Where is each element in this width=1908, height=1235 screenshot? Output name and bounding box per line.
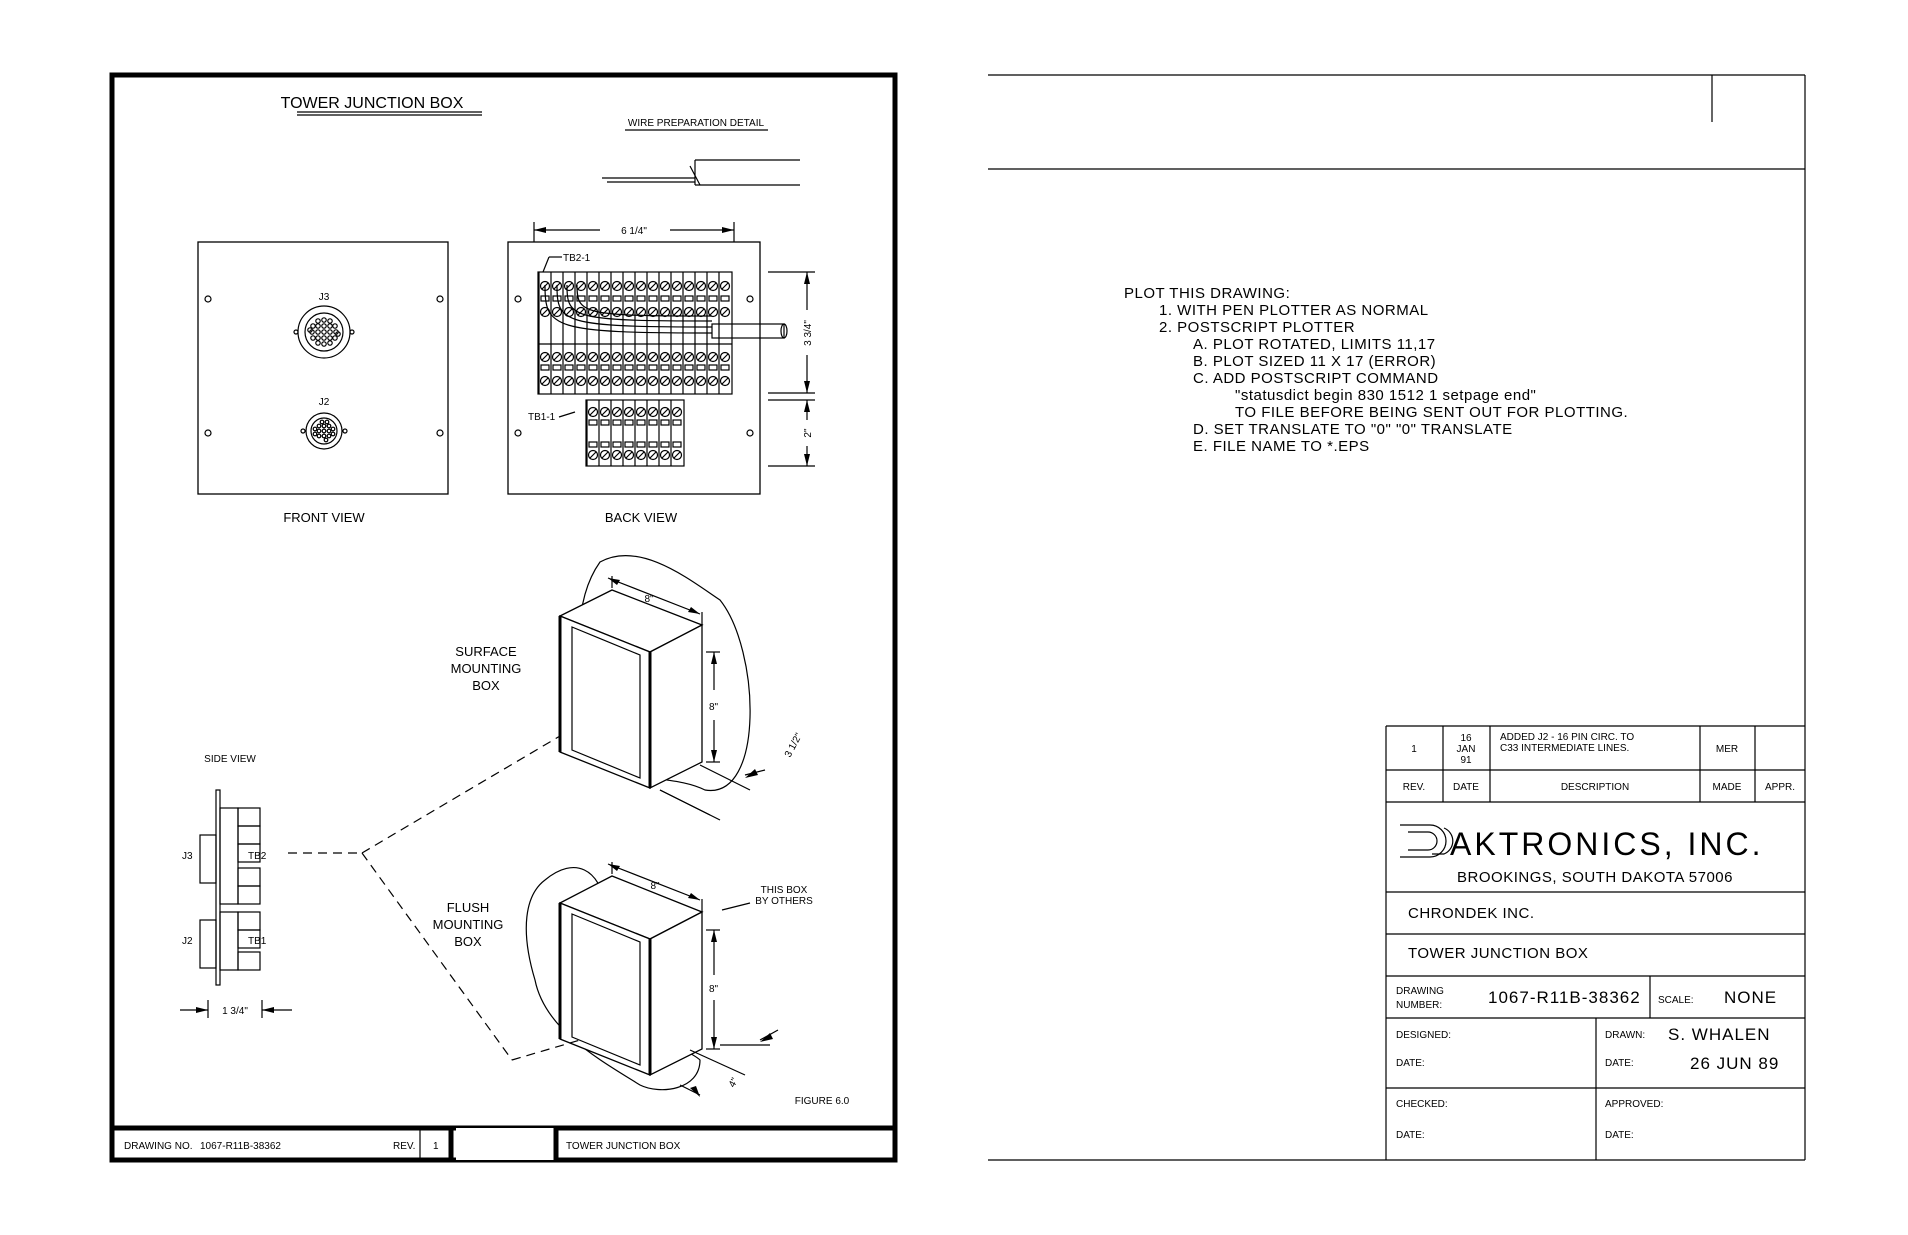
surface-dim-3-1-2: 3 1/2" [783,731,805,759]
scale-label: SCALE: [1658,995,1694,1006]
surface-dim-8-side: 8" [709,702,719,713]
note-8: D. SET TRANSLATE TO "0" "0" TRANSLATE [1193,421,1513,438]
dim-3-3-4-label: 3 3/4" [803,320,814,346]
drawing-number: 1067-R11B-38362 [1488,988,1641,1007]
flush-mounting-box: 8" 8" 4" THIS BOX BY OTHERS [525,862,813,1097]
cable [711,323,785,339]
company-city: BROOKINGS, SOUTH DAKOTA 57006 [1457,869,1733,886]
footer-rev: 1 [433,1141,439,1152]
note-9: E. FILE NAME TO *.EPS [1193,438,1370,455]
drawing-number-label-2: NUMBER: [1396,1000,1442,1011]
note-7: TO FILE BEFORE BEING SENT OUT FOR PLOTTI… [1235,404,1628,421]
side-view-label: SIDE VIEW [204,754,256,765]
drawn-date: 26 JUN 89 [1690,1054,1779,1073]
rev-date-3: 91 [1460,755,1472,766]
wire-prep-label: WIRE PREPARATION DETAIL [628,118,765,129]
checked-date-label: DATE: [1396,1130,1425,1141]
flush-dim-4: 4" [727,1076,741,1090]
side-tb2-label: TB2 [248,851,267,862]
left-sheet: TOWER JUNCTION BOX WIRE PREPARATION DETA… [109,72,898,1163]
terminal-block-tb1 [585,399,685,467]
connector-j3-icon [293,305,355,359]
approved-date-label: DATE: [1605,1130,1634,1141]
front-j2-label: J2 [319,397,330,408]
designed-label: DESIGNED: [1396,1030,1451,1041]
scale-value: NONE [1724,988,1777,1007]
note-3: A. PLOT ROTATED, LIMITS 11,17 [1193,336,1436,353]
header-appr: APPR. [1765,782,1795,793]
tb2-1-label: TB2-1 [563,253,591,264]
header-rev: REV. [1403,782,1425,793]
note-6: "statusdict begin 830 1512 1 setpage end… [1235,387,1536,404]
note-2: 2. POSTSCRIPT PLOTTER [1159,319,1355,336]
this-box-label-2: BY OTHERS [755,896,813,907]
flush-dim-8-top: 8" [650,881,660,892]
header-description: DESCRIPTION [1561,782,1629,793]
surface-label-2: MOUNTING [451,661,522,676]
title-block: 1 16 JAN 91 ADDED J2 - 16 PIN CIRC. TO C… [1385,725,1805,1160]
figure-label: FIGURE 6.0 [795,1096,850,1107]
side-view: J3 J2 TB2 TB1 1 3/4" [180,789,292,1018]
flush-label-1: FLUSH [447,900,490,915]
header-made: MADE [1713,782,1742,793]
front-view-plate: J3 J2 [197,241,449,495]
customer-name: CHRONDEK INC. [1408,905,1535,922]
rev-desc-2: C33 INTERMEDIATE LINES. [1500,743,1629,754]
drawing-title: TOWER JUNCTION BOX [1408,945,1588,962]
footer-rev-label: REV. [393,1141,415,1152]
surface-mounting-box: 8" 8" 3 1/2" [558,555,805,821]
surface-dim-8-top: 8" [644,594,654,605]
daktronics-logo-icon [1400,824,1454,858]
surface-label-1: SURFACE [455,644,517,659]
flush-label-2: MOUNTING [433,917,504,932]
back-view-label: BACK VIEW [605,510,678,525]
dim-vertical: 3 3/4" 2" [768,271,815,467]
company-name: AKTRONICS, INC. [1450,826,1763,862]
side-tb1-label: TB1 [248,936,267,947]
side-j3-label: J3 [182,851,193,862]
note-0: PLOT THIS DRAWING: [1124,285,1290,302]
back-view-plate: TB2-1 TB1-1 [507,241,788,495]
note-4: B. PLOT SIZED 11 X 17 (ERROR) [1193,353,1436,370]
left-title: TOWER JUNCTION BOX [281,95,464,112]
side-j2-label: J2 [182,936,193,947]
note-1: 1. WITH PEN PLOTTER AS NORMAL [1159,302,1429,319]
connector-j2-icon [300,412,348,450]
footer-drawing-no-label: DRAWING NO. [124,1141,193,1152]
rev-value: 1 [1411,744,1417,755]
rev-desc-1: ADDED J2 - 16 PIN CIRC. TO [1500,732,1634,743]
rev-made: MER [1716,744,1738,755]
wire-prep-detail [602,159,800,186]
drawn-by: S. WHALEN [1668,1025,1771,1044]
rev-date-1: 16 [1460,733,1472,744]
terminal-block-tb2 [537,271,733,395]
front-j3-label: J3 [319,292,330,303]
left-sheet-border [109,72,898,1163]
drawn-label: DRAWN: [1605,1030,1645,1041]
approved-label: APPROVED: [1605,1099,1663,1110]
dim-width: 6 1/4" [533,222,735,242]
rev-date-2: JAN [1457,744,1476,755]
footer-drawing-no: 1067-R11B-38362 [200,1141,281,1152]
flush-label-3: BOX [454,934,482,949]
designed-date-label: DATE: [1396,1058,1425,1069]
tb1-1-label: TB1-1 [528,412,556,423]
dim-2-label: 2" [803,428,814,438]
front-view-label: FRONT VIEW [283,510,365,525]
dim-1-3-4-label: 1 3/4" [222,1006,248,1017]
header-date: DATE [1453,782,1479,793]
note-5: C. ADD POSTSCRIPT COMMAND [1193,370,1439,387]
flush-dim-8-side: 8" [709,984,719,995]
plot-notes: PLOT THIS DRAWING: 1. WITH PEN PLOTTER A… [1124,285,1628,455]
this-box-label-1: THIS BOX [761,885,808,896]
dim-width-label: 6 1/4" [621,226,647,237]
drawn-date-label: DATE: [1605,1058,1634,1069]
right-sheet: PLOT THIS DRAWING: 1. WITH PEN PLOTTER A… [988,74,1806,1161]
checked-label: CHECKED: [1396,1099,1448,1110]
footer-title: TOWER JUNCTION BOX [566,1141,681,1152]
drawing-number-label-1: DRAWING [1396,986,1444,997]
surface-label-3: BOX [472,678,500,693]
